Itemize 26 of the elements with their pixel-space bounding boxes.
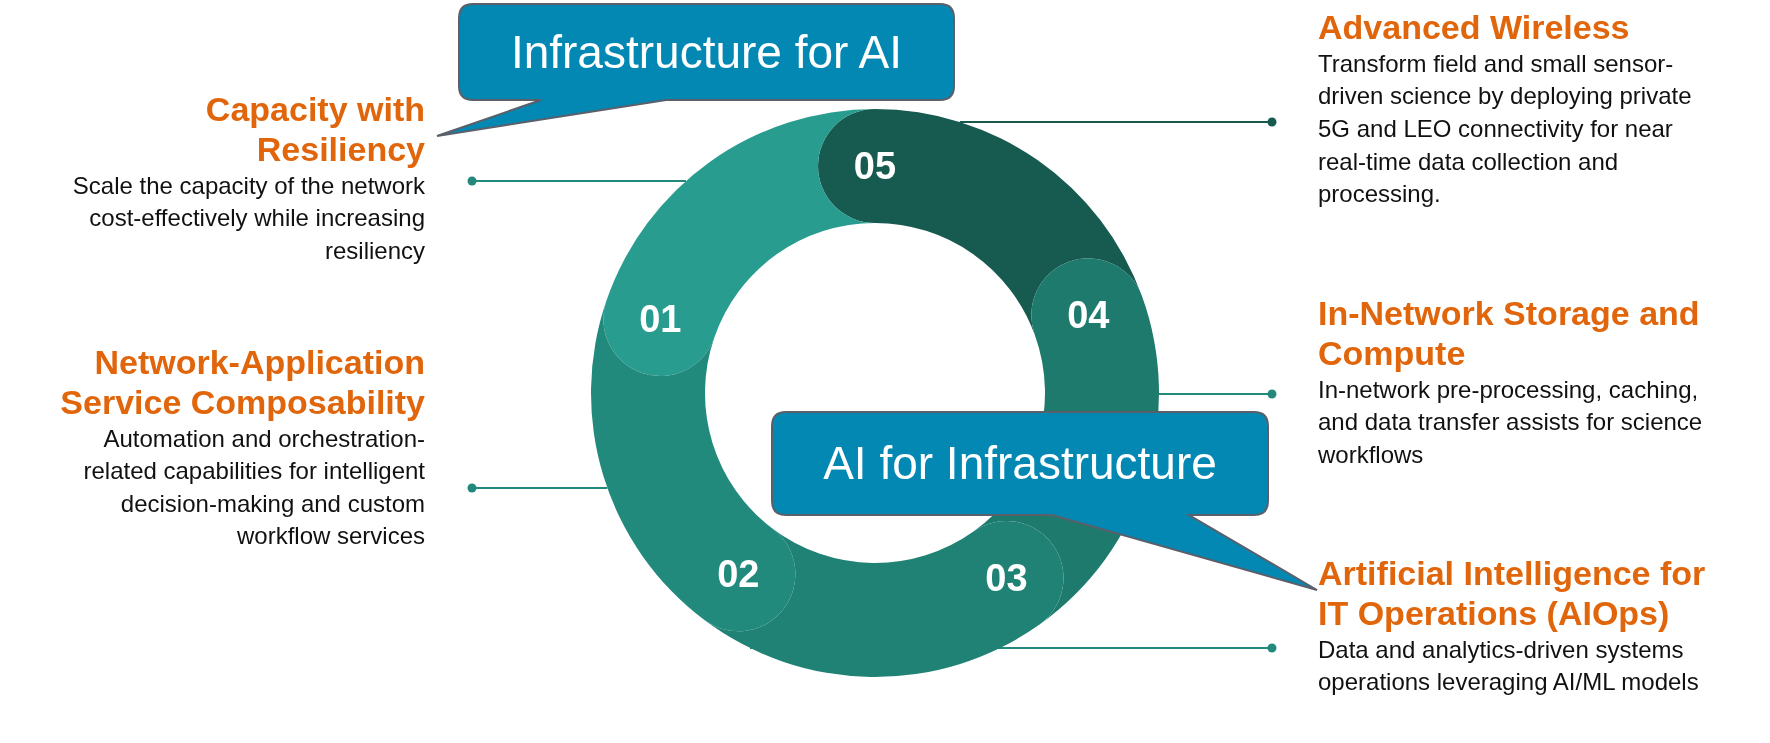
section-heading: Artificial Intelligence for IT Operations (AIOps) <box>1318 554 1707 634</box>
description-text: Data and analytics-driven systems operations leveraging AI/ML models <box>1318 634 1700 698</box>
leader-line <box>1158 389 1277 399</box>
step-number: 02 <box>717 553 760 596</box>
speech-bubble <box>772 412 1317 590</box>
description-text: In-network pre-processing, caching, and data transfer assists for science workflows <box>1318 374 1704 470</box>
ring-segment <box>818 109 1142 335</box>
bubble-title: Infrastructure for AI <box>509 25 904 80</box>
section-heading: Network-Application Service Composability <box>59 343 425 423</box>
description-text: Scale the capacity of the network cost-effectively while increasing resiliency <box>71 170 425 266</box>
section-heading: In-Network Storage and Compute <box>1318 294 1701 374</box>
description-text: Automation and orchestration-related capabilities for intelligent decision-making and custom workflow services <box>82 423 425 552</box>
step-number: 05 <box>853 145 897 187</box>
leader-line <box>958 117 1277 127</box>
step-number: 01 <box>639 298 682 341</box>
description-text: Transform field and small sensor-driven science by deploying private 5G and LEO connectivity for near real-time data collection and processing. <box>1318 48 1693 210</box>
step-number: 04 <box>1067 294 1110 337</box>
leader-line <box>467 176 687 186</box>
section-heading: Advanced Wireless <box>1318 8 1631 48</box>
speech-bubble <box>437 4 954 136</box>
leader-line <box>467 483 609 493</box>
ring-segment <box>591 300 796 632</box>
bubble-title: AI for Infrastructure <box>822 436 1218 491</box>
ring-segment <box>704 521 1064 677</box>
step-number: 03 <box>985 557 1028 600</box>
section-heading: Capacity with Resiliency <box>204 90 425 170</box>
